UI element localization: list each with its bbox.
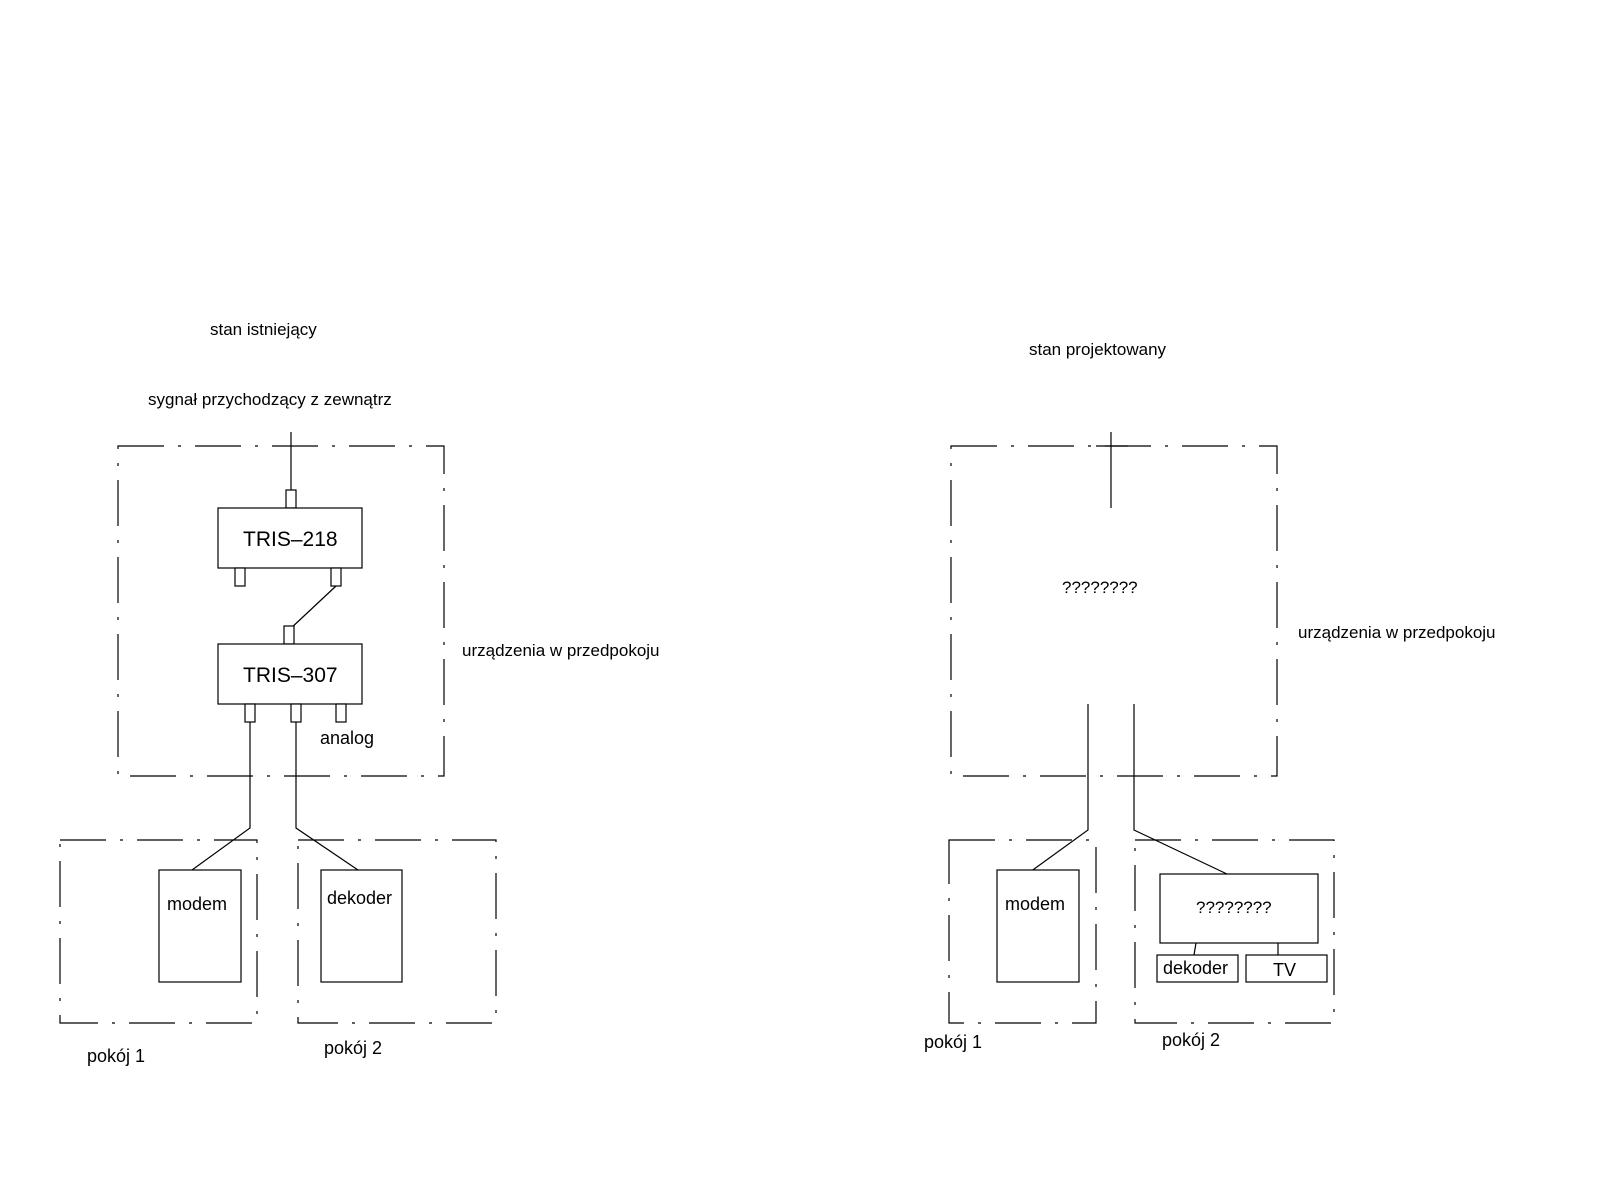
designed-room2-unknown-label: ????????: [1196, 898, 1272, 917]
designed-dekoder-box: [1156, 954, 1239, 983]
designed-dekoder-label: dekoder: [1163, 958, 1228, 978]
designed-cable-to-modem: [1029, 704, 1089, 873]
designed-modem-label: modem: [1005, 894, 1065, 914]
designed-room1-label: pokój 1: [924, 1032, 982, 1052]
cable-to-modem: [191, 722, 251, 871]
existing-room2-label: pokój 2: [324, 1038, 382, 1058]
tris307-input-connector: [283, 625, 295, 645]
tris218-box: [217, 507, 363, 569]
existing-hallway-enclosure: [117, 445, 445, 777]
designed-hallway-unknown-device: ????????: [1062, 578, 1138, 597]
existing-modem-label: modem: [167, 894, 227, 914]
analog-label: analog: [320, 728, 374, 748]
tris307-output-connector-2: [290, 703, 302, 723]
designed-tv-box: [1245, 954, 1328, 983]
designed-link-to-dekoder: [1193, 942, 1197, 956]
tris218-input-connector: [285, 489, 297, 509]
tris307-box: [217, 643, 363, 705]
designed-room1-enclosure: [948, 839, 1097, 1024]
existing-dekoder-box: [320, 869, 403, 983]
tris218-output-connector-1: [234, 567, 246, 587]
existing-hallway-label: urządzenia w przedpokoju: [462, 641, 660, 660]
designed-hallway-label: urządzenia w przedpokoju: [1298, 623, 1496, 642]
designed-hallway-enclosure: [950, 445, 1278, 777]
existing-modem-box: [158, 869, 242, 983]
designed-state-diagram: stan projektowany urządzenia w przedpoko…: [924, 340, 1496, 1052]
incoming-signal-label: sygnał przychodzący z zewnątrz: [148, 390, 392, 409]
cable-to-dekoder: [295, 722, 359, 871]
tris307-label: TRIS–307: [243, 664, 338, 687]
existing-dekoder-label: dekoder: [327, 888, 392, 908]
existing-room1-enclosure: [59, 839, 258, 1024]
tris307-output-connector-3: [335, 703, 347, 723]
designed-room2-unknown-box: [1159, 873, 1319, 944]
tris307-output-connector-1: [244, 703, 256, 723]
tris218-to-tris307-cable: [288, 585, 337, 631]
designed-tv-label: TV: [1273, 960, 1296, 980]
designed-cable-to-room2: [1133, 704, 1228, 875]
existing-state-diagram: stan istniejący sygnał przychodzący z ze…: [59, 320, 660, 1066]
existing-room2-enclosure: [297, 839, 497, 1024]
existing-room1-label: pokój 1: [87, 1046, 145, 1066]
designed-room2-enclosure: [1134, 839, 1335, 1024]
tris218-label: TRIS–218: [243, 528, 338, 551]
designed-room2-label: pokój 2: [1162, 1030, 1220, 1050]
designed-title: stan projektowany: [1029, 340, 1167, 359]
tris218-output-connector-2: [330, 567, 342, 587]
existing-title: stan istniejący: [210, 320, 317, 339]
designed-modem-box: [996, 869, 1080, 983]
